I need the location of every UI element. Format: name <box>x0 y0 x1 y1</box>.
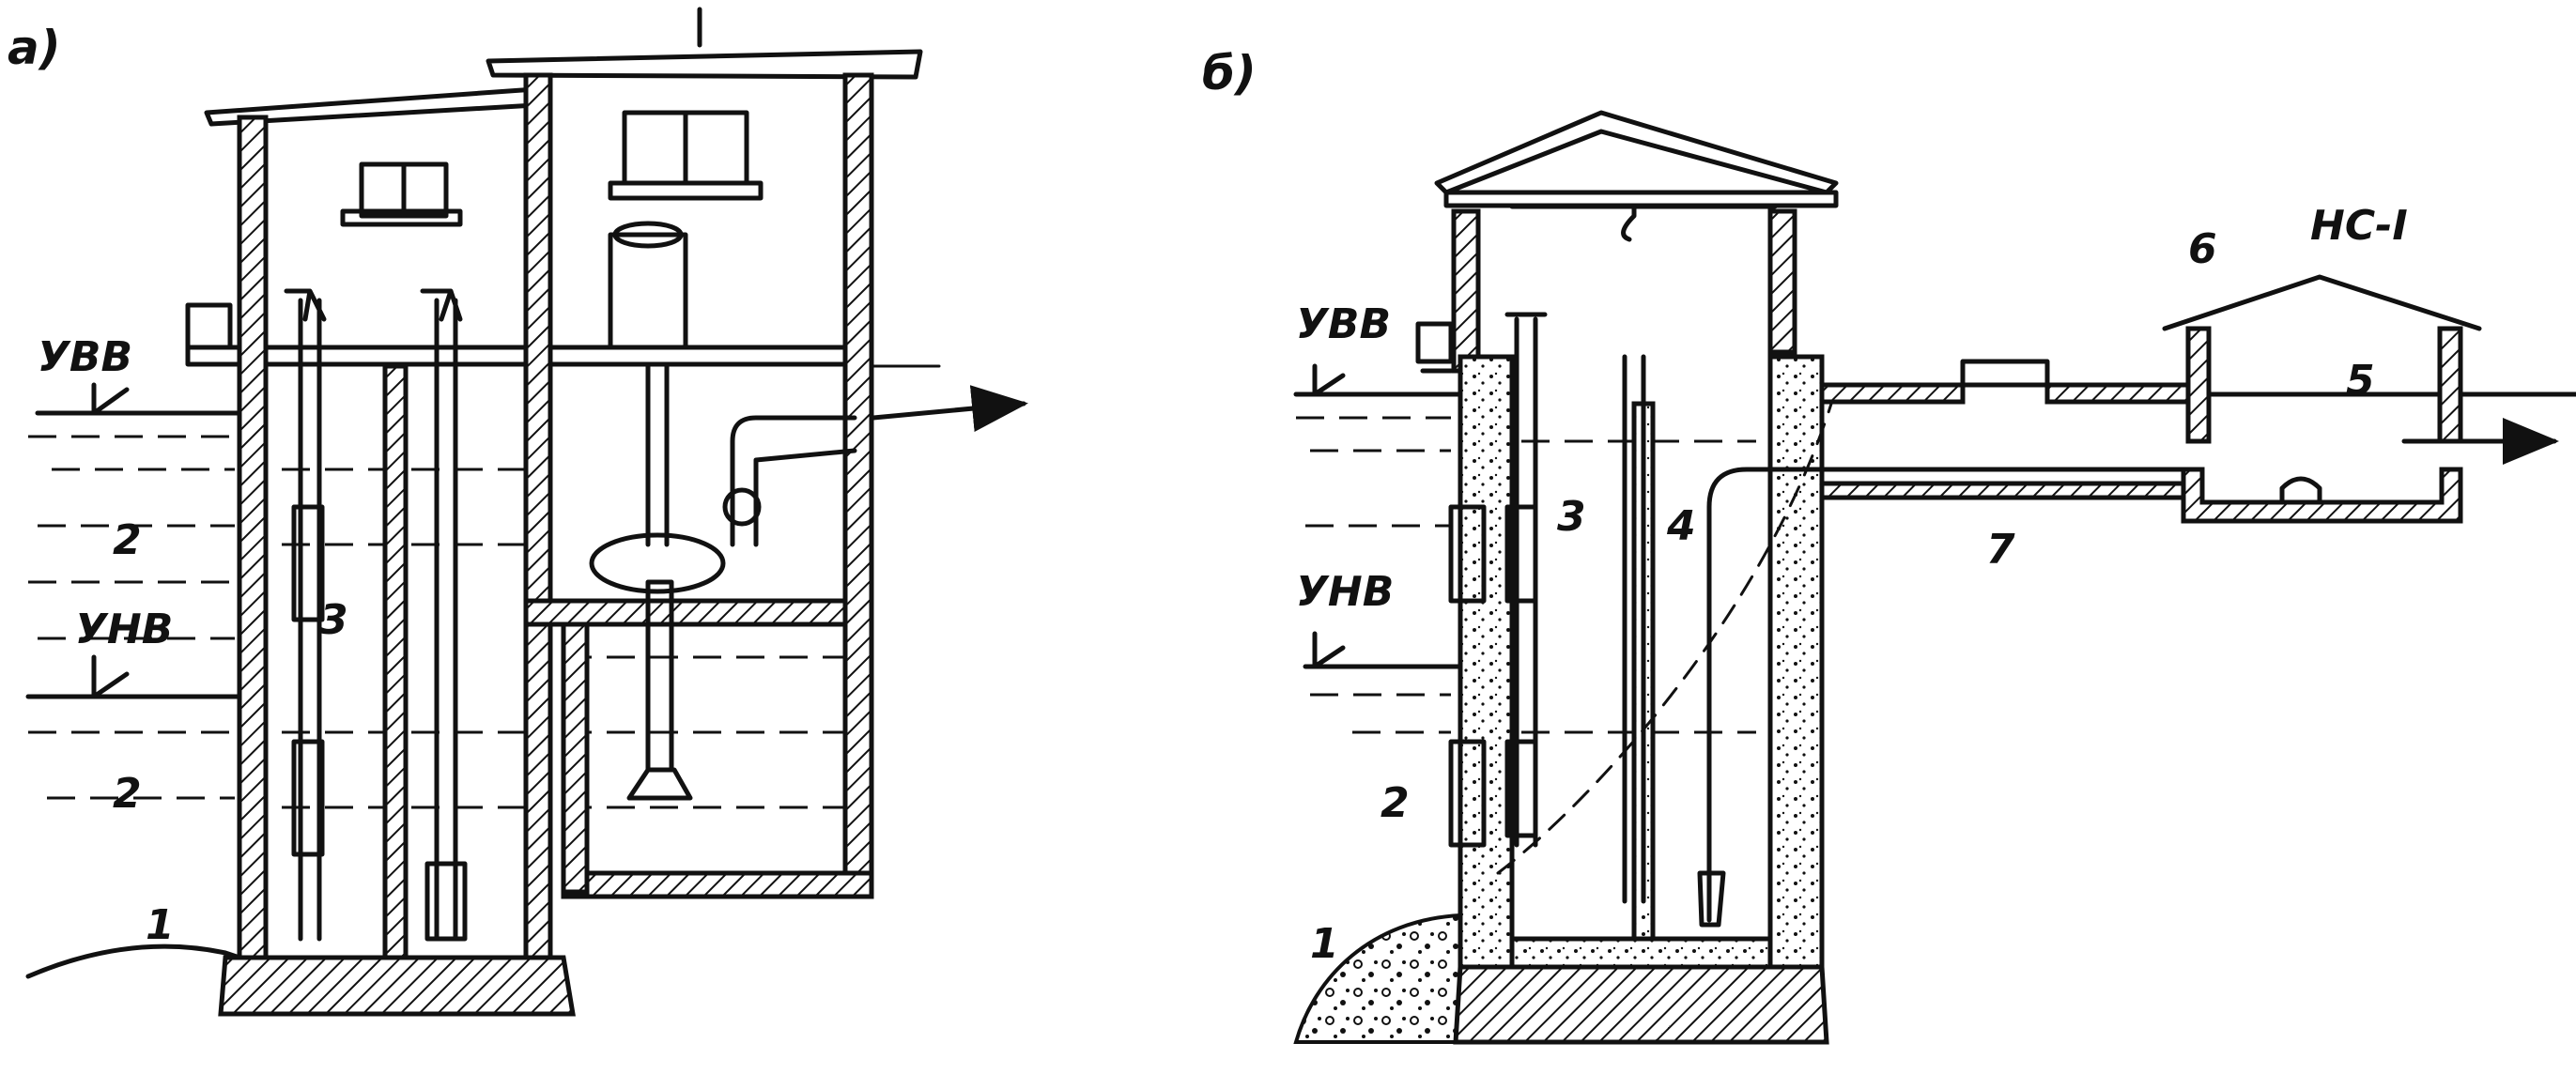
panel-a-label: а) <box>8 21 61 75</box>
panel-a-water <box>28 435 845 809</box>
callout-b-7: 7 <box>1986 526 2015 574</box>
high-water-level-label: УВВ <box>38 333 132 381</box>
b-high-water-level-label: УВВ <box>1296 300 1391 348</box>
panel-b-high-level-marker: УВВ <box>1293 300 1468 397</box>
callout-b-1: 1 <box>1310 920 1339 968</box>
panel-b-label: б) <box>1202 46 1257 100</box>
panel-b-gravel-bank <box>1293 913 1468 1044</box>
panel-b-pump-station: НС-I <box>2162 202 2482 524</box>
low-water-level-label: УНВ <box>75 606 173 653</box>
panel-a: а) УВВ УНВ <box>8 7 1028 1017</box>
callout-b-3: 3 <box>1557 493 1586 541</box>
callout-a-2-upper: 2 <box>113 516 142 564</box>
callout-b-2: 2 <box>1381 779 1410 827</box>
callout-b-6: 6 <box>2188 225 2217 273</box>
station-label: НС-I <box>2310 202 2408 250</box>
panel-a-building <box>185 7 1028 1017</box>
panel-b: б) УВВ УНВ <box>1202 46 2576 1045</box>
panel-b-water <box>1296 416 1756 734</box>
panel-b-pipeline <box>1819 359 2576 500</box>
panel-a-bank <box>25 944 242 979</box>
panel-a-high-level-marker: УВВ <box>35 333 256 416</box>
callout-b-4: 4 <box>1666 502 1696 550</box>
callout-a-1: 1 <box>146 901 175 949</box>
b-low-water-level-label: УНВ <box>1296 568 1394 616</box>
panel-b-low-level-marker: УНВ <box>1296 568 1468 669</box>
panel-a-low-level-marker: УНВ <box>25 606 256 699</box>
panel-b-intake-tower <box>1415 110 1839 1045</box>
callout-a-3: 3 <box>319 596 348 644</box>
callout-b-5: 5 <box>2346 357 2375 405</box>
callout-a-2-lower: 2 <box>113 770 142 818</box>
